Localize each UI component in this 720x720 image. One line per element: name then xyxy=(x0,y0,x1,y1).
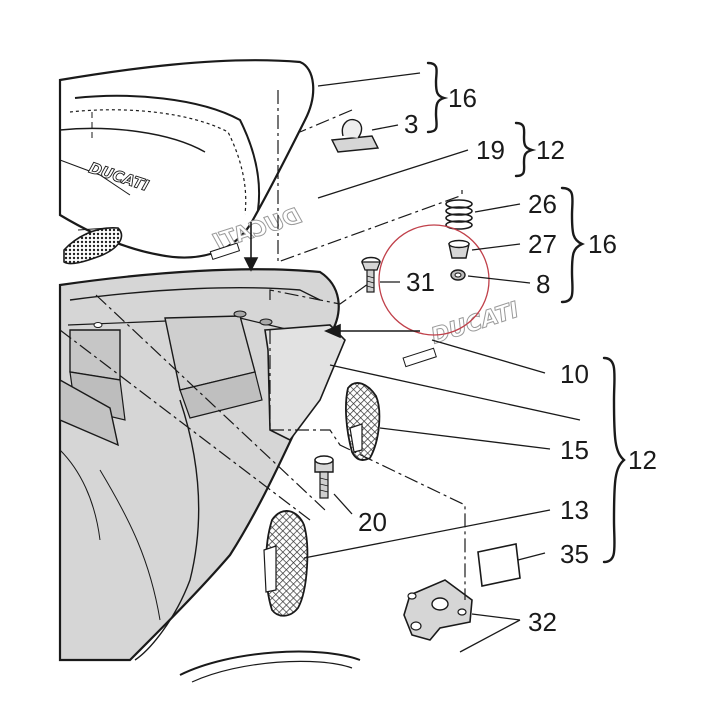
bolt-part-20 xyxy=(314,455,334,499)
callout-3: 3 xyxy=(404,109,418,139)
callout-19: 19 xyxy=(476,135,505,165)
group-braces xyxy=(426,61,626,564)
left-mesh-grille xyxy=(63,227,123,265)
callout-10: 10 xyxy=(560,359,589,389)
nut-part-8 xyxy=(450,269,466,281)
callout-27: 27 xyxy=(528,229,557,259)
callout-20: 20 xyxy=(358,507,387,537)
tail-body xyxy=(58,268,346,662)
callout-31: 31 xyxy=(406,267,435,297)
mesh-panel-part-15 xyxy=(345,382,381,461)
direction-arrows xyxy=(243,222,420,339)
callout-26: 26 xyxy=(528,189,557,219)
screw-part-31 xyxy=(361,256,381,293)
pad-part-35 xyxy=(477,543,521,587)
leader-lines xyxy=(303,72,581,653)
lower-arc-part xyxy=(179,650,361,676)
rider-seat: DUCATI xyxy=(58,59,315,259)
bush-part-27 xyxy=(448,239,470,259)
callout-12-top: 12 xyxy=(536,135,565,165)
assembly-lines xyxy=(59,90,466,600)
svg-text:DUCATI: DUCATI xyxy=(428,298,522,350)
highlight-circle xyxy=(378,224,490,336)
callout-16-top: 16 xyxy=(448,83,477,113)
callout-13: 13 xyxy=(560,495,589,525)
callout-32: 32 xyxy=(528,607,557,637)
callout-16-mid: 16 xyxy=(588,229,617,259)
mesh-panel-part-13 xyxy=(263,510,309,617)
callout-12-bottom: 12 xyxy=(628,445,657,475)
callout-8: 8 xyxy=(536,269,550,299)
callout-35: 35 xyxy=(560,539,589,569)
push-clip-part-3 xyxy=(330,118,380,153)
spring-part-26 xyxy=(445,199,473,230)
latch-bracket-part-32 xyxy=(403,579,473,641)
callout-15: 15 xyxy=(560,435,589,465)
